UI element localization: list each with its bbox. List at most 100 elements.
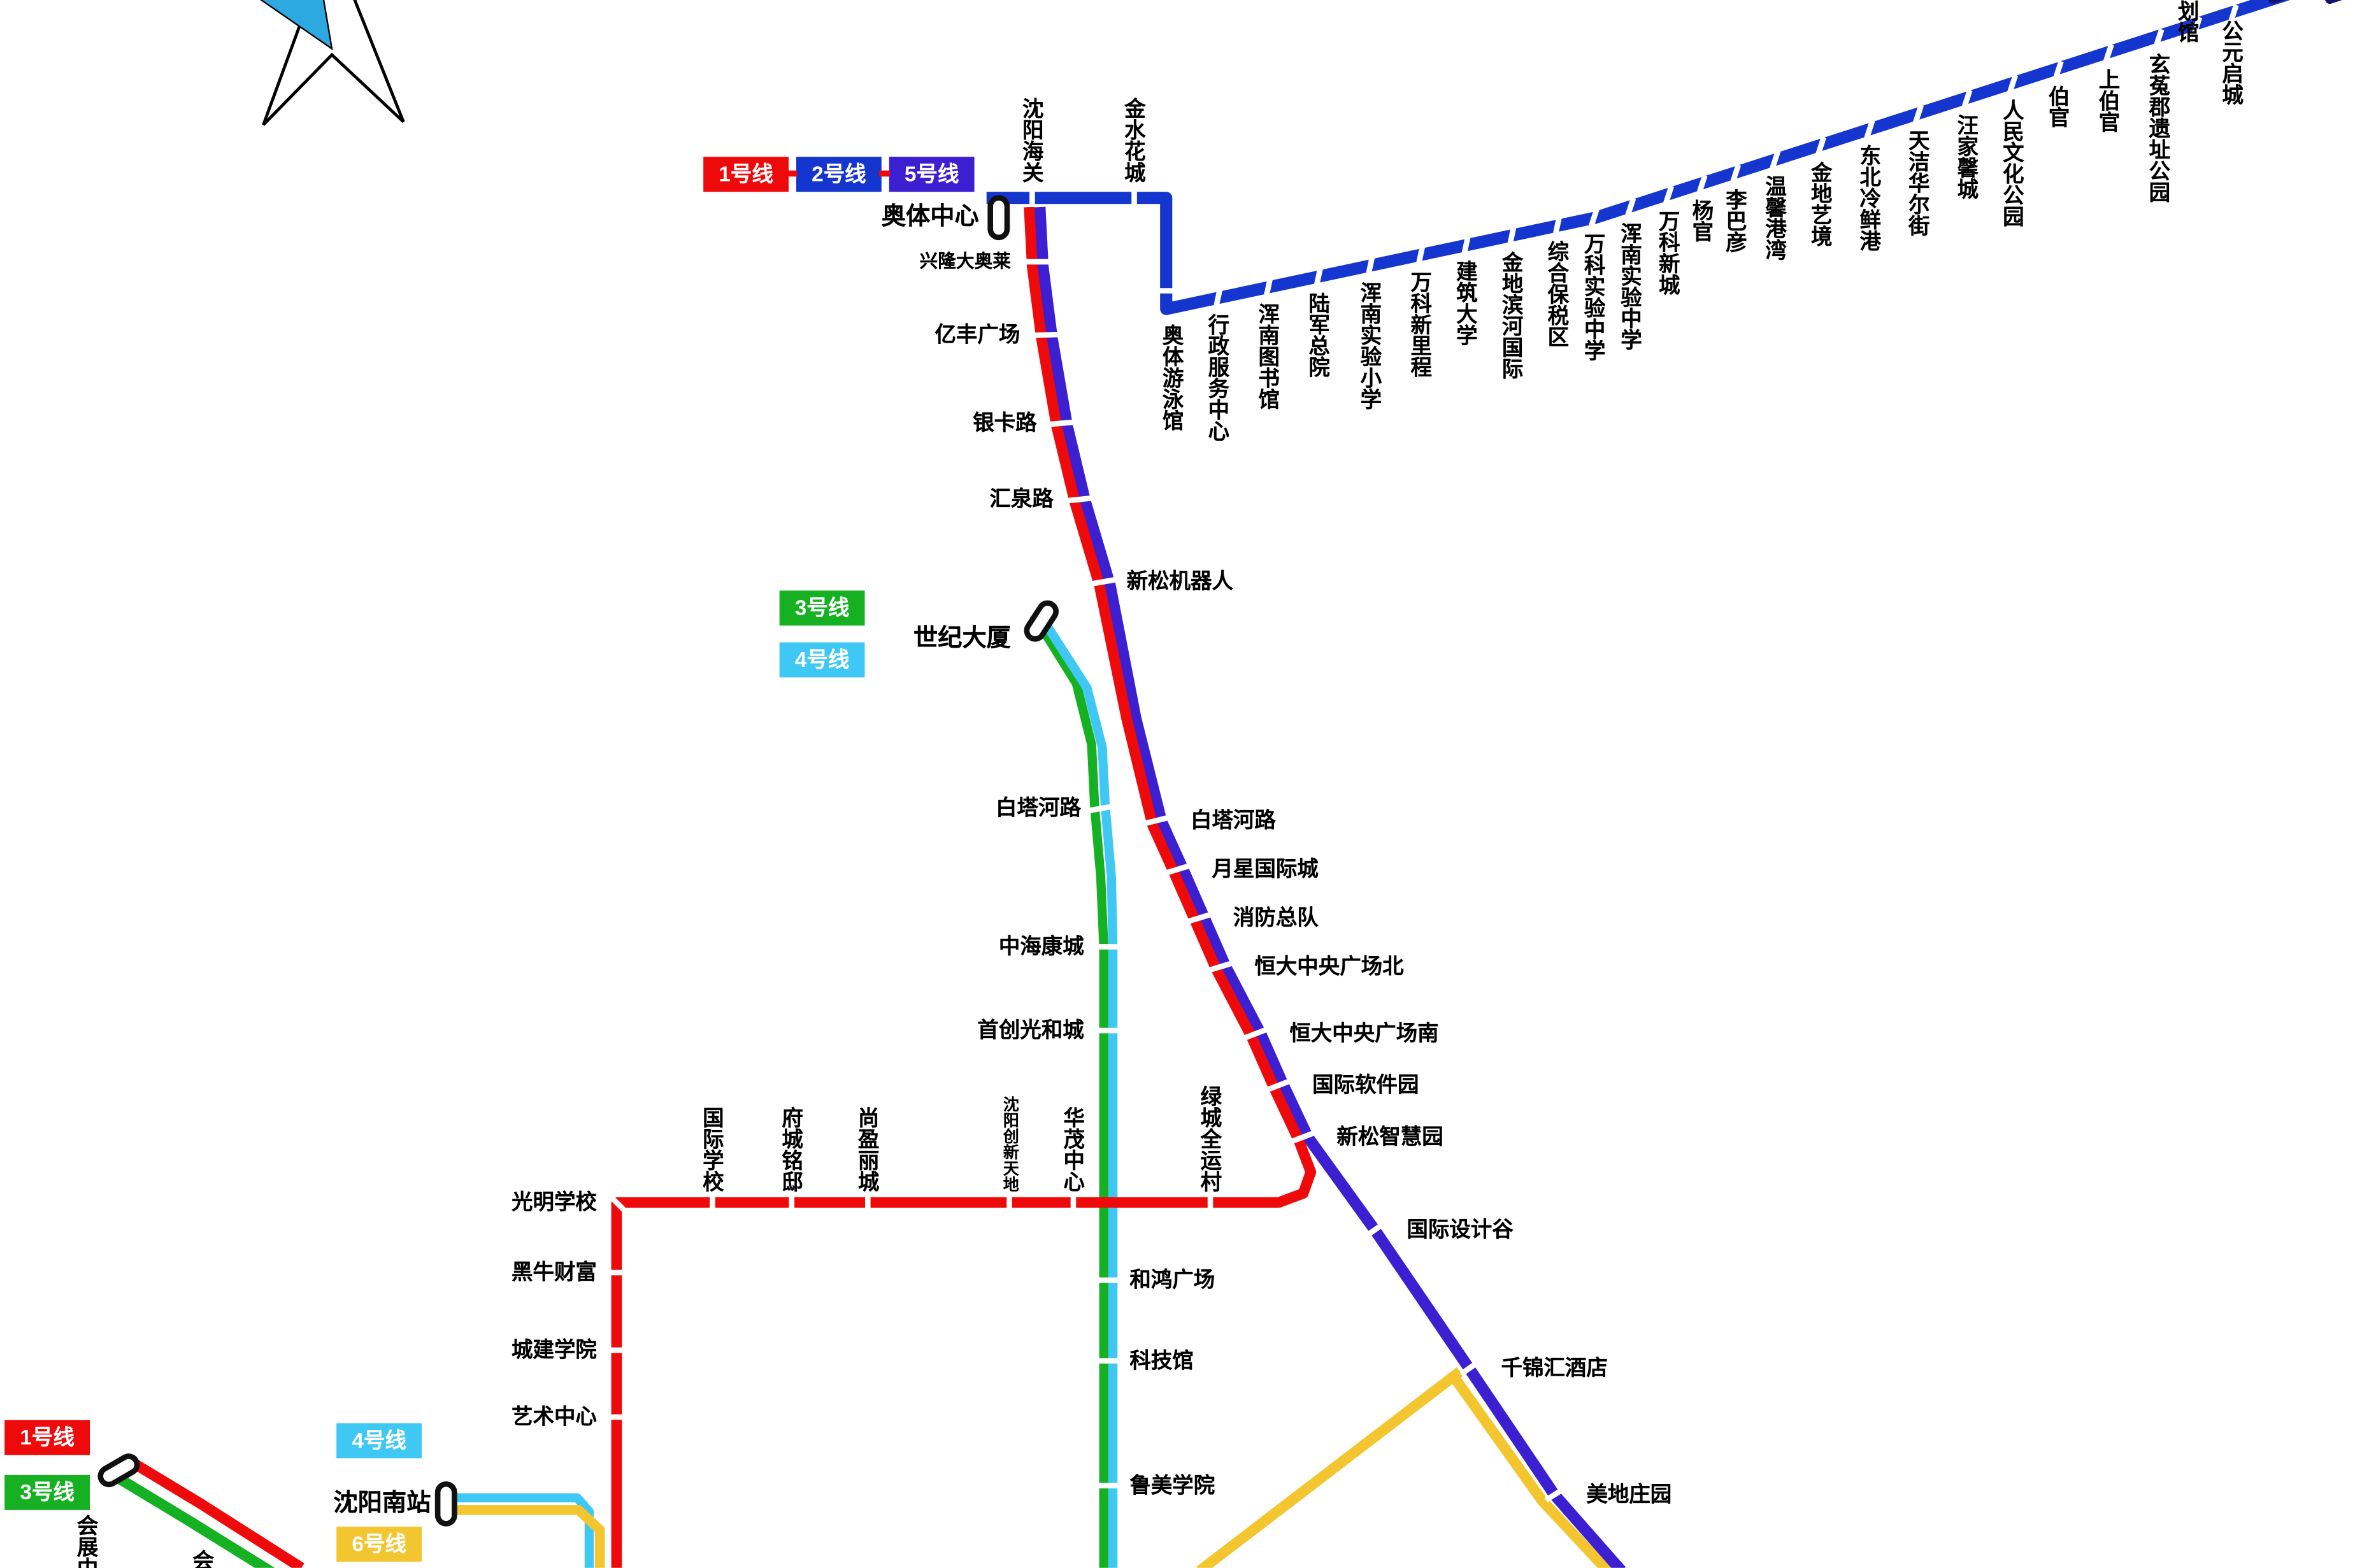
- station-label: 规划馆: [2176, 0, 2201, 43]
- metro-line4-nanzhan: [450, 1493, 594, 1568]
- interchange-station-marker: [97, 1453, 140, 1488]
- station-tick: [1364, 1222, 1385, 1238]
- interchange-station-marker: [1024, 600, 1059, 642]
- station-label: 人民文化公园: [2001, 99, 2026, 227]
- station-label: 尚盈丽城: [856, 1106, 881, 1192]
- station-label: 艺术中心: [512, 1404, 597, 1429]
- station-label: 万科新里程: [1409, 271, 1434, 378]
- station-tick: [2052, 60, 2064, 80]
- station-label: 行政服务中心: [1206, 313, 1231, 442]
- interchange-station-marker: [434, 1481, 457, 1527]
- station-label: 浑南图书馆: [1257, 303, 1282, 410]
- station-tick: [1213, 289, 1223, 308]
- station-tick: [1064, 494, 1098, 504]
- station-tick: [1663, 185, 1674, 204]
- station-label: 兴隆大奥莱: [919, 250, 1011, 272]
- line-badge: 3号线: [779, 590, 865, 626]
- station-tick: [1089, 803, 1116, 813]
- station-tick: [1770, 150, 1781, 169]
- station-tick: [1030, 331, 1064, 339]
- station-label: 金水花城: [1122, 97, 1147, 183]
- metro-line1-southwest: [125, 1455, 304, 1568]
- station-label: 杨官: [1691, 199, 1715, 243]
- station-tick: [2103, 43, 2114, 63]
- station-tick: [1912, 104, 1924, 124]
- station-tick: [1730, 164, 1742, 183]
- metro-line6-south: [1451, 1376, 1612, 1568]
- station-tick: [1045, 418, 1080, 427]
- station-label: 公元启城: [2220, 20, 2245, 105]
- station-label: 沈阳海关: [1020, 97, 1045, 183]
- station-tick: [2007, 74, 2019, 94]
- station-label: 玄菟郡遗址公园: [2147, 53, 2172, 203]
- station-label: 首创光和城: [977, 1017, 1084, 1042]
- station-label: 鲁美学院: [1129, 1472, 1215, 1497]
- station-tick: [144, 1482, 173, 1502]
- station-label: 会展中心: [191, 1550, 215, 1568]
- station-tick: [1459, 1360, 1479, 1377]
- interchange-station-marker: [987, 195, 1010, 241]
- station-label: 绿城全运村: [1199, 1085, 1224, 1192]
- station-tick: [1961, 89, 1973, 109]
- station-tick: [1204, 959, 1238, 974]
- station-tick: [2228, 4, 2239, 24]
- station-label: 月星国际城: [1212, 856, 1319, 881]
- metro-line5-main: [1034, 206, 1626, 1568]
- station-label: 华茂中心: [1062, 1106, 1087, 1192]
- station-label: 汇泉路: [989, 486, 1054, 511]
- station-label: 温馨港湾: [1763, 175, 1789, 260]
- station-label: 府城铭邸: [780, 1106, 805, 1192]
- line-badge: 2号线: [796, 157, 882, 192]
- station-label: 沈阳南站: [333, 1490, 431, 1517]
- station-label: 会展中心: [75, 1515, 100, 1568]
- station-label: 科技馆: [1129, 1348, 1194, 1372]
- station-tick: [1161, 861, 1196, 877]
- station-label: 光明学校: [512, 1189, 597, 1214]
- station-label: 恒大中央广场南: [1289, 1020, 1439, 1045]
- station-label: 万科新城: [1657, 210, 1682, 296]
- station-label: 千锦汇酒店: [1501, 1355, 1608, 1380]
- station-tick: [1544, 1487, 1564, 1502]
- station-label: 上伯官: [2097, 68, 2122, 132]
- station-tick: [1365, 257, 1375, 276]
- station-tick: [1415, 246, 1426, 266]
- station-label: 沈阳创新天地: [1001, 1095, 1020, 1192]
- metro-line3-southwest: [113, 1472, 275, 1568]
- station-tick: [1262, 1076, 1296, 1094]
- station-tick: [1182, 910, 1217, 925]
- station-label: 和鸿广场: [1129, 1267, 1215, 1292]
- station-tick: [1864, 120, 1875, 139]
- station-label: 新松智慧园: [1336, 1123, 1443, 1149]
- line-badge: 5号线: [889, 157, 975, 192]
- station-tick: [1552, 215, 1563, 235]
- station-label: 浑南实验中学: [1619, 222, 1644, 350]
- line-badge: 6号线: [336, 1527, 422, 1562]
- metro-line6-diagonal: [1196, 1367, 1464, 1568]
- station-label: 消防总队: [1233, 904, 1319, 929]
- station-label: 伯官: [2047, 85, 2072, 128]
- line-badge: 4号线: [779, 642, 865, 678]
- station-label: 国际设计谷: [1407, 1216, 1514, 1241]
- station-tick: [1314, 267, 1323, 287]
- station-tick: [1625, 197, 1636, 217]
- line-badge: 3号线: [4, 1474, 90, 1510]
- station-label: 恒大中央广场北: [1254, 953, 1404, 978]
- station-label: 白塔河路: [1190, 807, 1276, 832]
- station-tick: [226, 1530, 255, 1550]
- station-label: 城建学院: [512, 1337, 597, 1362]
- station-label: 白塔河路: [996, 795, 1081, 820]
- badge-connector-dash: [879, 170, 890, 177]
- station-label: 浑南实验小学: [1359, 282, 1384, 410]
- station-label: 东北冷鲜港: [1858, 145, 1883, 252]
- compass-icon: [260, 0, 333, 51]
- station-label: 银卡路: [973, 410, 1037, 435]
- station-label: 国际软件园: [1312, 1072, 1419, 1097]
- station-label: 金地艺境: [1809, 161, 1834, 247]
- station-label: 国际学校: [701, 1106, 726, 1192]
- station-label: 金地滨河国际: [1500, 251, 1525, 380]
- station-tick: [1140, 813, 1174, 827]
- station-tick: [1461, 235, 1471, 255]
